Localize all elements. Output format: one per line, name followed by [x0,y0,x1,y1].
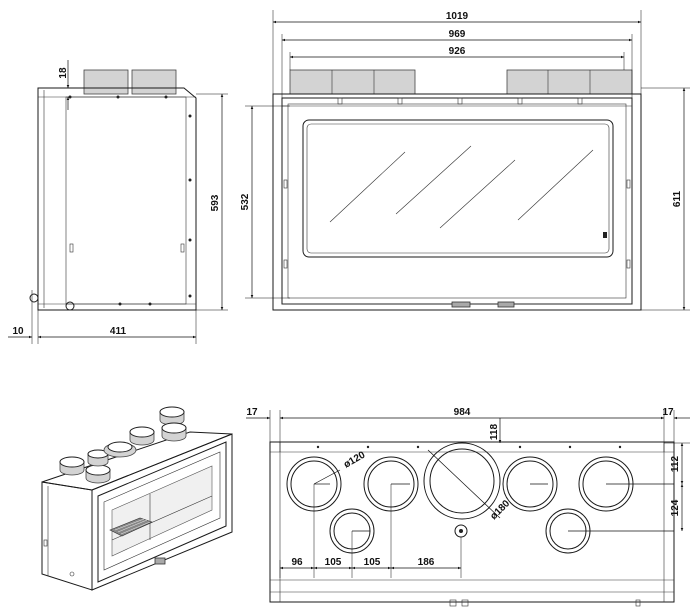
front-inner-width-label: 926 [449,46,466,57]
front-frame-width-label: 969 [449,29,466,40]
front-inner-frame [281,97,633,305]
iso-firebox [111,465,213,557]
side-duct-collar [131,69,177,95]
side-body-inner [65,96,187,305]
iso-collars [59,406,187,484]
front-duct-collar [289,69,416,95]
front-duct-collar [506,69,633,95]
top-duct-offset-label: 118 [489,423,500,440]
front-outer-frame [272,93,642,311]
side-bottom-offset-label: 10 [12,326,24,337]
front-total-height-label: 611 [672,190,683,207]
front-bottom-handle [497,301,515,308]
top-view: ø120 ø180 17 984 17 118 112 124 96 105 1… [246,407,690,607]
top-pitch-3-label: 105 [364,557,381,568]
top-spacing-a-label: 112 [670,455,681,472]
top-body-outline [269,441,675,603]
side-height-label: 593 [210,194,221,211]
top-spacing-b-label: 124 [670,499,681,516]
front-glass [302,119,614,258]
iso-side-face [41,481,93,591]
side-duct-collar [83,69,129,95]
top-pitch-4-label: 186 [418,557,435,568]
top-small-diameter-label: ø120 [342,449,368,470]
iso-front-face [91,433,233,591]
top-pitch-2-label: 105 [325,557,342,568]
top-duct-large [423,442,501,520]
side-view: 411 10 18 593 [8,60,228,344]
front-outer-width-label: 1019 [446,11,469,22]
front-bottom-handle [451,301,471,308]
top-pitch-1-label: 96 [291,557,303,568]
top-duct-small [502,456,558,512]
side-handle-icon [29,293,39,303]
side-depth-label: 411 [110,326,127,337]
side-body-outline [37,87,197,311]
side-top-offset-label: 18 [58,67,69,79]
isometric-view [41,406,233,591]
side-air-knob [65,301,75,311]
front-glass-height-label: 532 [240,193,251,210]
front-view: 1019 969 926 532 611 [240,10,690,311]
top-left-margin-label: 17 [246,407,258,418]
top-width-label: 984 [454,407,471,418]
top-right-margin-label: 17 [662,407,674,418]
iso-handle [154,557,166,565]
